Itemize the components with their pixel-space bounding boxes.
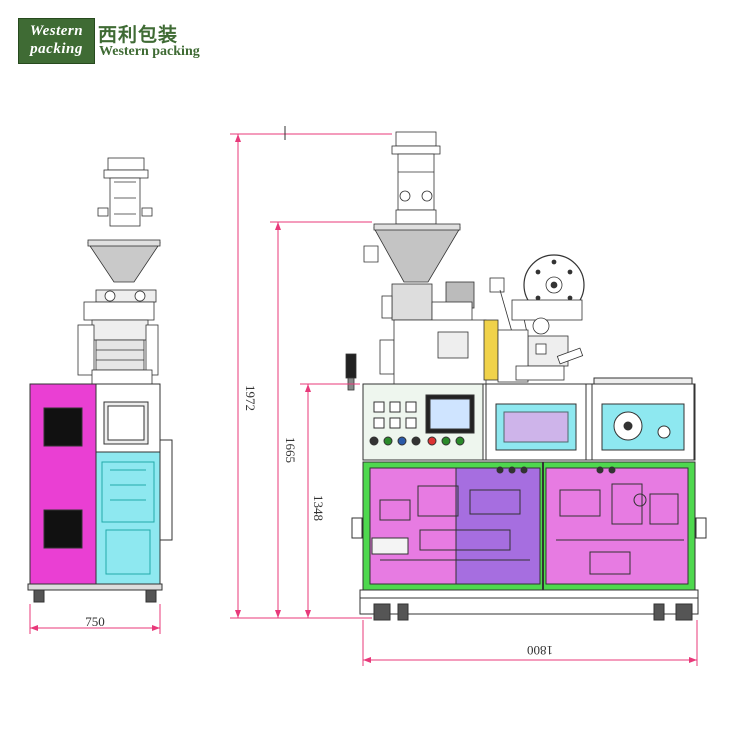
dim-label-1348: 1348 bbox=[311, 495, 326, 521]
side-view-machine bbox=[77, 157, 161, 385]
side-feed-tube bbox=[109, 177, 141, 227]
brand-logo: Western packing 西利包装 Western packing bbox=[18, 18, 200, 64]
front-hopper-cap bbox=[395, 131, 437, 147]
front-hopper-cone bbox=[373, 227, 461, 283]
side-wheel-right bbox=[145, 589, 157, 603]
dim-label-750: 750 bbox=[85, 614, 105, 629]
side-hopper-cone bbox=[87, 242, 161, 283]
logo-chinese-name: 西利包装 bbox=[98, 24, 179, 46]
front-foot-left bbox=[373, 603, 391, 621]
logo-english-name: Western packing bbox=[99, 44, 200, 59]
side-view-cabinet bbox=[27, 383, 173, 603]
front-dosing-unit bbox=[391, 283, 433, 321]
dim-label-1972: 1972 bbox=[243, 385, 258, 411]
side-hopper-cap bbox=[107, 157, 145, 171]
logo-badge: Western packing bbox=[18, 18, 95, 64]
side-sealing-unit bbox=[95, 339, 145, 371]
front-view-upper bbox=[345, 131, 585, 391]
front-base-frame bbox=[359, 597, 699, 615]
front-foot-right bbox=[675, 603, 693, 621]
front-feed-tube bbox=[397, 153, 435, 211]
dim-label-1800: 1800 bbox=[527, 643, 553, 658]
dimension-lines bbox=[29, 133, 698, 666]
dim-label-1665: 1665 bbox=[283, 437, 298, 463]
logo-badge-line1: Western bbox=[29, 23, 84, 39]
side-cabinet-window-bottom bbox=[43, 509, 83, 549]
front-yellow-bracket bbox=[483, 319, 499, 381]
front-control-row bbox=[362, 377, 696, 461]
side-cabinet-window-top bbox=[43, 407, 83, 447]
front-panel-purple bbox=[455, 467, 541, 585]
front-panel-pink-right bbox=[545, 467, 689, 585]
front-panel-pink-left bbox=[369, 467, 457, 585]
front-lower-cabinet bbox=[351, 461, 707, 621]
logo-badge-line2: packing bbox=[30, 41, 83, 57]
front-signal-lamp bbox=[345, 353, 357, 379]
side-wheel-left bbox=[33, 589, 45, 603]
side-cabinet-cyan-panel bbox=[95, 451, 161, 585]
